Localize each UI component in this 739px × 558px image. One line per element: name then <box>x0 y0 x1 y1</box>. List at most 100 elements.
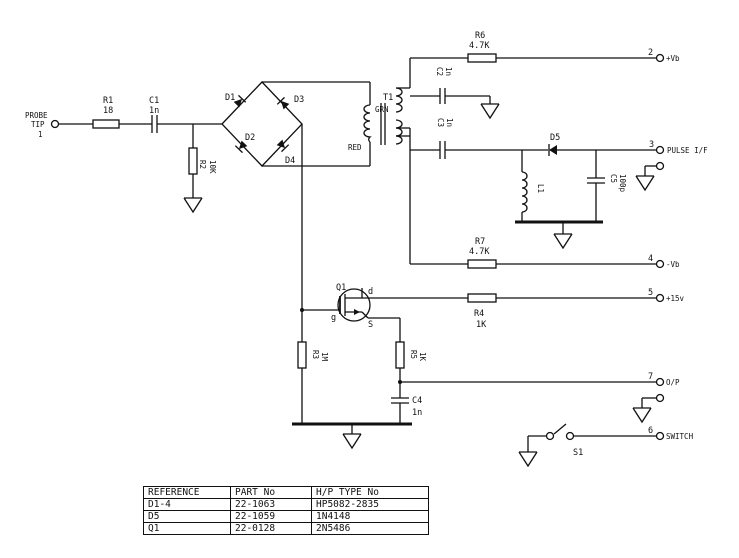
r7-ref: R7 <box>475 237 485 247</box>
q1-ref: Q1 <box>336 283 346 293</box>
r3-value: 1M <box>320 352 329 362</box>
cell-reference: D5 <box>143 510 231 523</box>
c1-value: 1n <box>149 106 159 116</box>
pin-7-terminal <box>655 377 665 387</box>
resistor-r7 <box>467 259 497 269</box>
pin-3-label: PULSE I/F <box>667 146 708 155</box>
q1-drain-label: d <box>368 287 373 297</box>
capacitor-c5 <box>587 177 605 184</box>
ground-symbol <box>635 175 655 191</box>
pin-4-terminal <box>655 259 665 269</box>
r1-value: 18 <box>103 106 113 116</box>
pin-7-number: 7 <box>648 372 653 382</box>
c2-ref: C2 <box>435 67 444 76</box>
transformer-t1 <box>363 87 403 145</box>
inductor-l1 <box>521 171 528 213</box>
r6-ref: R6 <box>475 31 485 41</box>
resistor-r3 <box>297 341 307 369</box>
cell-part-no: 22-1059 <box>230 510 312 523</box>
ground-symbol <box>518 451 538 467</box>
pin-2-number: 2 <box>648 48 653 58</box>
d3-ref: D3 <box>294 95 304 105</box>
ground-symbol <box>553 233 573 249</box>
pin-4-number: 4 <box>648 254 653 264</box>
cell-hp-type-no: HP5082-2835 <box>311 498 429 511</box>
parts-table-header: REFERENCE PART No H/P TYPE No <box>143 486 429 499</box>
c2-value: 1n <box>444 67 453 76</box>
probe-label-2: TIP <box>31 120 45 129</box>
header-reference: REFERENCE <box>143 486 231 499</box>
table-row: Q1 22-0128 2N5486 <box>143 522 429 535</box>
probe-pin-number: 1 <box>38 130 43 139</box>
diode-d5 <box>548 144 557 156</box>
capacitor-c4 <box>391 397 409 404</box>
pin-5-label: +15v <box>666 294 685 303</box>
cell-part-no: 22-0128 <box>230 522 312 535</box>
c4-value: 1n <box>412 408 422 418</box>
c5-value: 100p <box>618 174 627 193</box>
cell-hp-type-no: 2N5486 <box>311 522 429 535</box>
c4-ref: C4 <box>412 396 422 406</box>
pin-6-label: SWITCH <box>666 432 694 441</box>
header-part-no: PART No <box>230 486 312 499</box>
c5-ref: C5 <box>609 174 618 183</box>
resistor-r1 <box>92 119 120 129</box>
cell-reference: D1-4 <box>143 498 231 511</box>
capacitor-c2 <box>439 88 446 104</box>
r1-ref: R1 <box>103 96 113 106</box>
switch-s1 <box>553 423 575 441</box>
r2-value: 10K <box>208 160 217 174</box>
s1-ref: S1 <box>573 448 583 458</box>
resistor-r2 <box>188 147 198 175</box>
d4-ref: D4 <box>285 156 295 166</box>
ground-symbol <box>183 197 203 213</box>
pin-6-terminal <box>655 431 665 441</box>
pin-3-number: 3 <box>649 140 654 150</box>
c3-ref: C3 <box>436 118 445 127</box>
q1-source-label: S <box>368 320 373 330</box>
pin-7-ground-terminal <box>655 393 665 403</box>
t1-grn-label: GRN <box>375 105 389 114</box>
cell-reference: Q1 <box>143 522 231 535</box>
pin-7-label: O/P <box>666 378 680 387</box>
l1-ref: L1 <box>536 184 545 193</box>
pin-5-terminal <box>655 293 665 303</box>
d5-ref: D5 <box>550 133 560 143</box>
pin-2-label: +Vb <box>666 54 680 63</box>
c1-ref: C1 <box>149 96 159 106</box>
fet-q1 <box>337 288 371 322</box>
q1-gate-label: g <box>331 313 336 323</box>
pin-5-number: 5 <box>648 288 653 298</box>
capacitor-c1 <box>151 115 158 133</box>
resistor-r5 <box>395 341 405 369</box>
ground-symbol <box>342 433 362 449</box>
header-hp-type-no: H/P TYPE No <box>311 486 429 499</box>
probe-tip-terminal <box>50 119 60 129</box>
cell-hp-type-no: 1N4148 <box>311 510 429 523</box>
r4-value: 1K <box>476 320 487 330</box>
t1-red-label: RED <box>348 143 362 152</box>
cell-part-no: 22-1063 <box>230 498 312 511</box>
t1-ref: T1 <box>383 93 393 103</box>
r2-ref: R2 <box>198 160 207 169</box>
r5-value: 1K <box>418 352 427 362</box>
resistor-r4 <box>467 293 497 303</box>
capacitor-c3 <box>439 141 446 159</box>
r4-ref: R4 <box>474 309 484 319</box>
parts-table: REFERENCE PART No H/P TYPE No D1-4 22-10… <box>143 486 429 535</box>
table-row: D1-4 22-1063 HP5082-2835 <box>143 498 429 511</box>
pin-2-terminal <box>655 53 665 63</box>
r6-value: 4.7K <box>469 41 490 51</box>
probe-label-1: PROBE <box>25 111 48 120</box>
ground-symbol <box>480 103 500 119</box>
pin-3-terminal <box>655 145 665 155</box>
r3-ref: R3 <box>311 350 320 359</box>
r7-value: 4.7K <box>469 247 490 257</box>
pin-6-number: 6 <box>648 426 653 436</box>
pin-4-label: -Vb <box>666 260 680 269</box>
ground-symbol <box>632 407 652 423</box>
pin-3-ground-terminal <box>655 161 665 171</box>
table-row: D5 22-1059 1N4148 <box>143 510 429 523</box>
c3-value: 1n <box>445 118 454 127</box>
